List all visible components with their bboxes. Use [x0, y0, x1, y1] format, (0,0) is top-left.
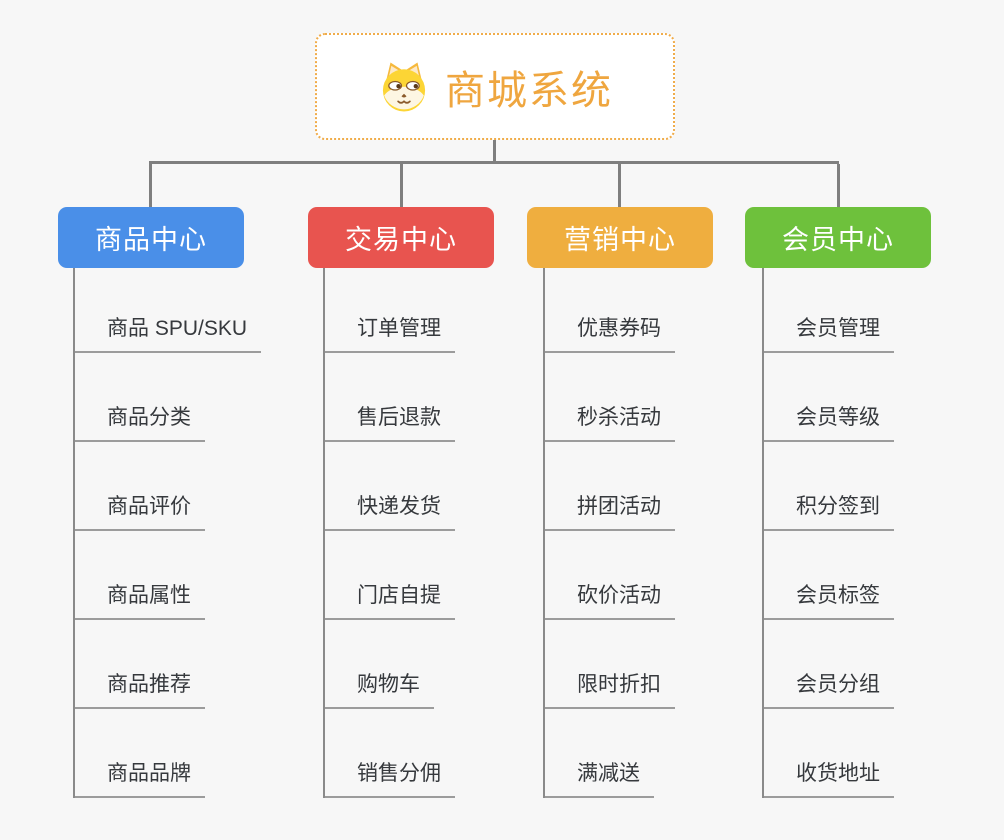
connector-line: [618, 164, 621, 207]
topic-item[interactable]: 秒杀活动: [543, 401, 675, 442]
branch-header-label: 交易中心: [345, 225, 457, 255]
topic-item[interactable]: 限时折扣: [543, 668, 675, 709]
topic-item[interactable]: 商品品牌: [73, 757, 205, 798]
root-node[interactable]: 商城系统: [315, 33, 675, 140]
topic-item[interactable]: 快递发货: [323, 490, 455, 531]
branch-header-label: 营销中心: [564, 225, 676, 255]
connector-line: [400, 164, 403, 207]
topic-item[interactable]: 订单管理: [323, 312, 455, 353]
topic-item[interactable]: 销售分佣: [323, 757, 455, 798]
topic-item[interactable]: 会员分组: [762, 668, 894, 709]
connector-line: [543, 264, 545, 798]
topic-item[interactable]: 满减送: [543, 757, 654, 798]
topic-item[interactable]: 会员管理: [762, 312, 894, 353]
connector-line: [762, 264, 764, 798]
connector-line: [493, 140, 496, 162]
connector-line: [149, 164, 152, 207]
connector-line: [149, 161, 839, 164]
topic-item[interactable]: 门店自提: [323, 579, 455, 620]
connector-line: [837, 164, 840, 207]
branch-column-product: 商品 SPU/SKU 商品分类 商品评价 商品属性 商品推荐 商品品牌: [73, 264, 262, 798]
branch-header-member-center[interactable]: 会员中心: [745, 207, 931, 268]
topic-item[interactable]: 售后退款: [323, 401, 455, 442]
branch-column-member: 会员管理 会员等级 积分签到 会员标签 会员分组 收货地址: [762, 264, 894, 798]
topic-item[interactable]: 商品属性: [73, 579, 205, 620]
branch-column-marketing: 优惠券码 秒杀活动 拼团活动 砍价活动 限时折扣 满减送: [543, 264, 675, 798]
topic-item[interactable]: 商品 SPU/SKU: [73, 312, 262, 353]
connector-line: [323, 264, 325, 798]
topic-item[interactable]: 商品评价: [73, 490, 205, 531]
topic-item[interactable]: 优惠券码: [543, 312, 675, 353]
topic-item[interactable]: 积分签到: [762, 490, 894, 531]
topic-item[interactable]: 砍价活动: [543, 579, 675, 620]
topic-item[interactable]: 商品推荐: [73, 668, 205, 709]
dog-icon: [382, 62, 426, 111]
branch-header-label: 会员中心: [782, 225, 894, 255]
branch-column-trade: 订单管理 售后退款 快递发货 门店自提 购物车 销售分佣: [323, 264, 455, 798]
topic-item[interactable]: 购物车: [323, 668, 434, 709]
topic-item[interactable]: 拼团活动: [543, 490, 675, 531]
root-title: 商城系统: [445, 68, 613, 113]
connector-line: [73, 264, 75, 798]
branch-header-label: 商品中心: [95, 225, 207, 255]
topic-item[interactable]: 会员标签: [762, 579, 894, 620]
topic-item[interactable]: 商品分类: [73, 401, 205, 442]
branch-header-trade-center[interactable]: 交易中心: [308, 207, 494, 268]
branch-header-marketing-center[interactable]: 营销中心: [527, 207, 713, 268]
topic-item[interactable]: 会员等级: [762, 401, 894, 442]
topic-item[interactable]: 收货地址: [762, 757, 894, 798]
branch-header-product-center[interactable]: 商品中心: [58, 207, 244, 268]
